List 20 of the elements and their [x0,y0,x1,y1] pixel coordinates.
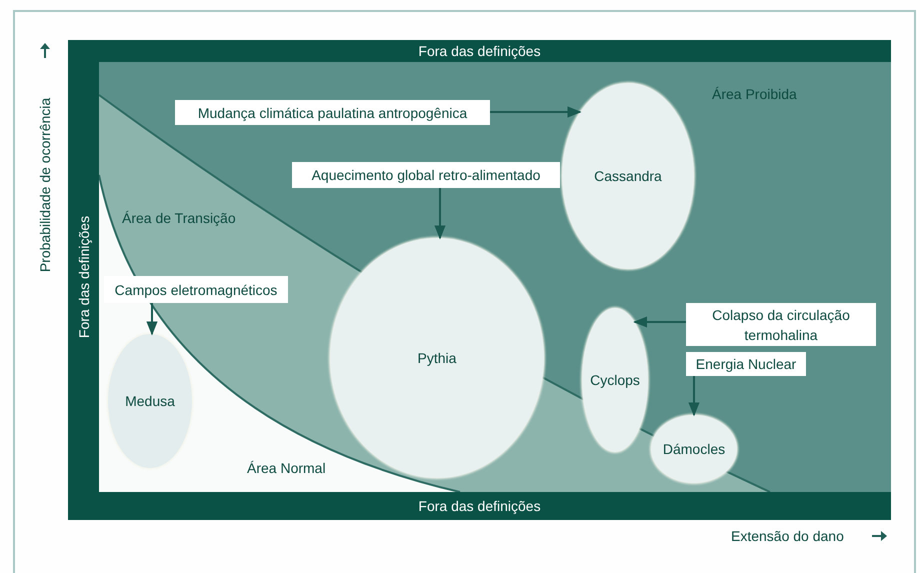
frame-band [68,40,891,62]
axis-label: Probabilidade de ocorrência [37,98,53,272]
callout-label: Colapso da circulação termohalina [686,303,876,346]
arrow [633,316,686,328]
arrow [434,188,446,240]
area-label: Área de Transição [122,210,236,226]
arrow [490,106,582,118]
frame-band [68,492,891,520]
arrow [146,303,158,336]
callout-label: Aquecimento global retro-alimentado [292,162,560,188]
band-label: Fora das definições [418,43,541,59]
area-label: Área Normal [247,460,326,476]
callout-label: Energia Nuclear [686,352,806,376]
band-label: Fora das definições [418,498,541,514]
callout-label: Mudança climática paulatina antropogênica [175,100,490,125]
area-label: Área Proibida [712,86,797,102]
arrow [688,376,700,416]
callout-label: Campos eletromagnéticos [104,276,288,303]
axis-label: Extensão do dano [731,528,844,544]
band-label: Fora das definições [76,216,92,338]
